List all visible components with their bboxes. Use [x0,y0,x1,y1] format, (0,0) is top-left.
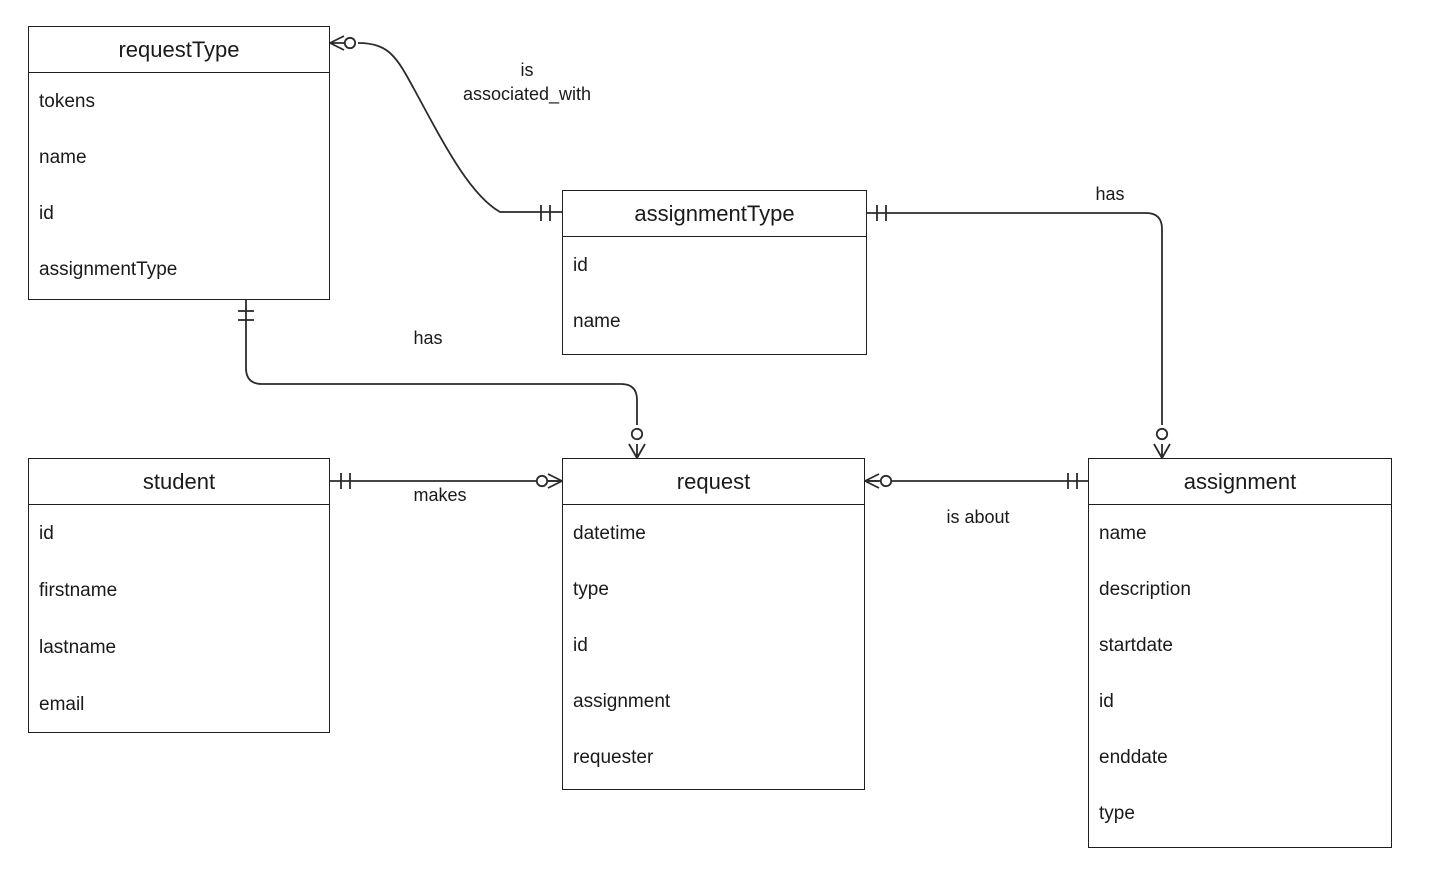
attribute-row: assignmentType [39,258,178,280]
attribute-row: name [573,310,621,332]
attribute-row: id [39,523,54,544]
attribute-row: datetime [573,522,646,544]
entity-assignment[interactable]: assignment name description startdate id… [1088,458,1392,848]
attribute-row: enddate [1099,746,1168,768]
relationship-label-requesttype-has-request: has [413,328,443,348]
attribute-row: name [39,146,87,168]
attribute-row: startdate [1099,634,1173,656]
entity-attributes-student: id firstname lastname email [29,505,329,733]
attribute-row: id [573,254,588,276]
attribute-row: id [573,634,588,656]
entity-title-assignment: assignment [1089,459,1391,505]
relationship-label-student-makes-request: makes [413,485,467,505]
entity-attributes-assignment: name description startdate id enddate ty… [1089,505,1391,841]
entity-attributes-assignmentType: id name [563,237,866,349]
entity-attributes-requestType: tokens name id assignmentType [29,73,329,297]
attribute-row: type [1099,802,1135,824]
entity-requestType[interactable]: requestType tokens name id assignmentTyp… [28,26,330,300]
attribute-row: assignment [573,690,671,712]
attribute-row: type [573,578,609,600]
attribute-row: id [39,202,54,224]
entity-title-student: student [29,459,329,505]
attribute-row: description [1099,578,1191,600]
attribute-row: tokens [39,90,95,112]
entity-student[interactable]: student id firstname lastname email [28,458,330,733]
relationship-label-request-is-about-assignment: is about [946,507,1010,527]
entity-request[interactable]: request datetime type id assignment requ… [562,458,865,790]
attribute-row: lastname [39,637,117,658]
relationship-label-assignmenttype-has-assignment: has [1095,184,1125,204]
entity-attributes-request: datetime type id assignment requester [563,505,864,785]
entity-title-assignmentType: assignmentType [563,191,866,237]
attribute-row: name [1099,522,1147,544]
attribute-row: requester [573,746,654,768]
entity-assignmentType[interactable]: assignmentType id name [562,190,867,355]
connector-request-is-about-assignment [865,473,1088,489]
attribute-row: id [1099,690,1114,712]
entity-title-request: request [563,459,864,505]
connector-assignmenttype-has-assignment [867,205,1170,458]
entity-title-requestType: requestType [29,27,329,73]
attribute-row: email [39,694,85,715]
attribute-row: firstname [39,580,118,601]
relationship-label-is-associated-with: is associated_with [462,60,592,105]
